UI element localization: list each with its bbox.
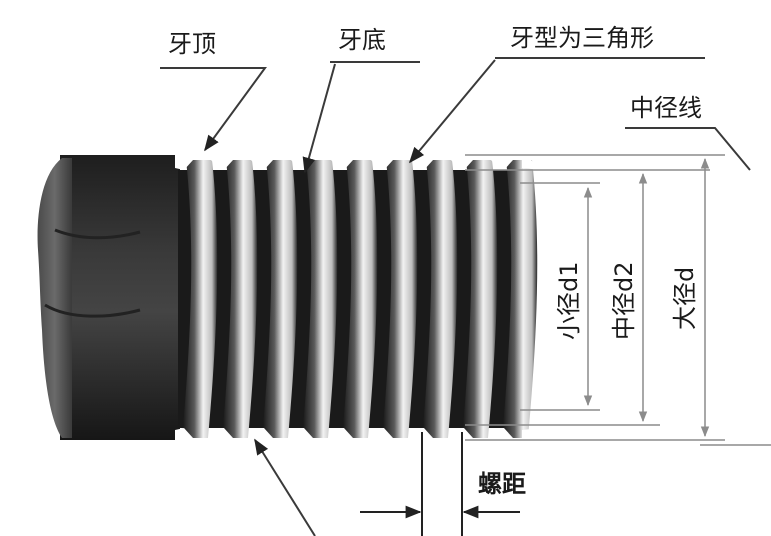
label-pitch: 螺距: [478, 470, 526, 498]
label-major-diameter: 大径d: [671, 267, 699, 330]
crest-profile-top: [175, 140, 540, 170]
leader-lines: [160, 57, 751, 536]
label-pitch-diameter: 中径d2: [610, 261, 638, 340]
bolt-shank: [37, 155, 180, 440]
label-crest: 牙顶: [168, 30, 216, 58]
pitch-dimension: [360, 432, 520, 536]
thread-section: [175, 140, 540, 460]
thread-ridge: [262, 160, 298, 438]
thread-ridge: [182, 160, 218, 438]
dimension-lines: [465, 154, 771, 446]
label-pitch-line: 中径线: [630, 94, 702, 122]
thread-ridges: [182, 160, 538, 438]
label-root: 牙底: [338, 26, 386, 54]
thread-ridge: [222, 160, 258, 438]
label-minor-diameter: 小径d1: [555, 261, 583, 340]
thread-ridge: [342, 160, 378, 438]
label-profile: 牙型为三角形: [510, 24, 654, 52]
thread-ridge: [462, 160, 498, 438]
thread-ridge: [502, 160, 538, 438]
thread-ridge: [382, 160, 418, 438]
thread-ridge: [422, 160, 458, 438]
thread-ridge: [302, 160, 338, 438]
